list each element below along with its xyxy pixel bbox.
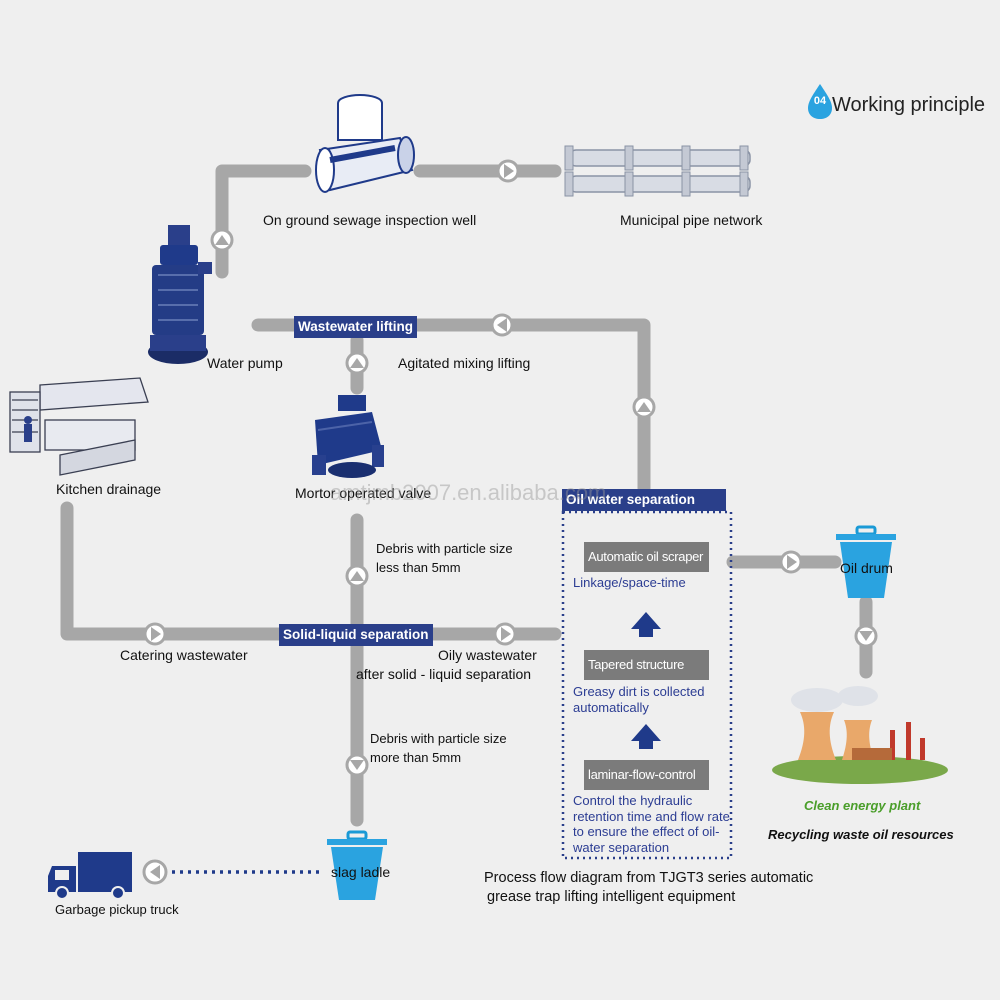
arrow-up-marker <box>345 351 369 375</box>
caption-line-1: Process flow diagram from TJGT3 series a… <box>484 870 814 886</box>
laminar-flow-desc: Control the hydraulic retention time and… <box>573 793 730 855</box>
arrow-down-marker <box>854 624 878 648</box>
oil-scraper-box: Automatic oil scraper <box>584 542 709 572</box>
inspection-well-label: On ground sewage inspection well <box>263 212 477 228</box>
arrow-down-marker <box>345 753 369 777</box>
debris-small-label-2: less than 5mm <box>376 560 461 575</box>
debris-large-label-1: Debris with particle size <box>370 731 507 746</box>
arrow-up-marker <box>345 564 369 588</box>
section-title: Working principle <box>832 94 986 116</box>
municipal-pipe-icon <box>564 145 751 197</box>
arrow-right-marker <box>496 159 520 183</box>
debris-small-label-1: Debris with particle size <box>376 541 513 556</box>
kitchen-drainage-label: Kitchen drainage <box>56 481 162 497</box>
inspection-well-icon <box>315 94 415 193</box>
arrow-left-marker <box>490 313 514 337</box>
catering-label: Catering wastewater <box>120 647 248 663</box>
tapered-structure-box: Tapered structure <box>584 650 709 680</box>
oily-label-1: Oily wastewater <box>438 647 537 663</box>
slag-ladle-label: slag ladle <box>331 864 391 880</box>
arrow-up-marker <box>632 395 656 419</box>
motor-valve-label: Mortor operated valve <box>295 485 432 501</box>
oil-water-band: Oil water separation <box>562 489 726 511</box>
garbage-truck-icon <box>48 852 132 900</box>
water-drop-icon <box>808 84 832 119</box>
solid-liquid-band: Solid-liquid separation <box>279 624 433 646</box>
watermark: amtjmb2007.en.alibaba.com <box>330 480 607 505</box>
agitated-mixing-label: Agitated mixing lifting <box>398 355 531 371</box>
separator-dotted-box <box>561 510 733 860</box>
arrow-right-marker <box>493 622 517 646</box>
debris-large-label-2: more than 5mm <box>370 750 462 765</box>
recycling-label: Recycling waste oil resources <box>768 827 954 842</box>
arrow-up-marker <box>210 228 234 252</box>
tapered-structure-desc: Greasy dirt is collected automatically <box>573 684 705 715</box>
oil-drum-label: Oil drum <box>840 560 893 576</box>
arrow-right-marker <box>143 622 167 646</box>
wastewater-lifting-band: Wastewater lifting <box>294 316 418 338</box>
oily-label-2: after solid - liquid separation <box>356 666 532 682</box>
power-plant-icon <box>772 686 948 784</box>
slag-ladle-icon <box>327 830 387 900</box>
kitchen-icon <box>9 377 149 476</box>
laminar-flow-box: laminar-flow-control <box>584 760 709 790</box>
water-pump-label: Water pump <box>207 355 283 371</box>
arrow-left-marker <box>142 859 168 885</box>
caption-line-2: grease trap lifting intelligent equipmen… <box>487 889 736 905</box>
water-pump-icon <box>148 225 212 364</box>
pipe-kitchen-line <box>60 501 562 641</box>
municipal-pipe-label: Municipal pipe network <box>620 212 763 228</box>
flow-arrows <box>142 159 878 885</box>
motor-valve-icon <box>312 395 384 478</box>
garbage-truck-label: Garbage pickup truck <box>55 902 179 917</box>
oil-scraper-desc: Linkage/space-time <box>573 575 686 590</box>
arrow-right-marker <box>779 550 803 574</box>
arrow-up-icon <box>631 724 661 749</box>
oil-drum-icon <box>836 525 896 598</box>
arrow-up-icon <box>631 612 661 637</box>
badge-number: 04 <box>813 95 827 107</box>
clean-energy-label: Clean energy plant <box>804 798 921 813</box>
